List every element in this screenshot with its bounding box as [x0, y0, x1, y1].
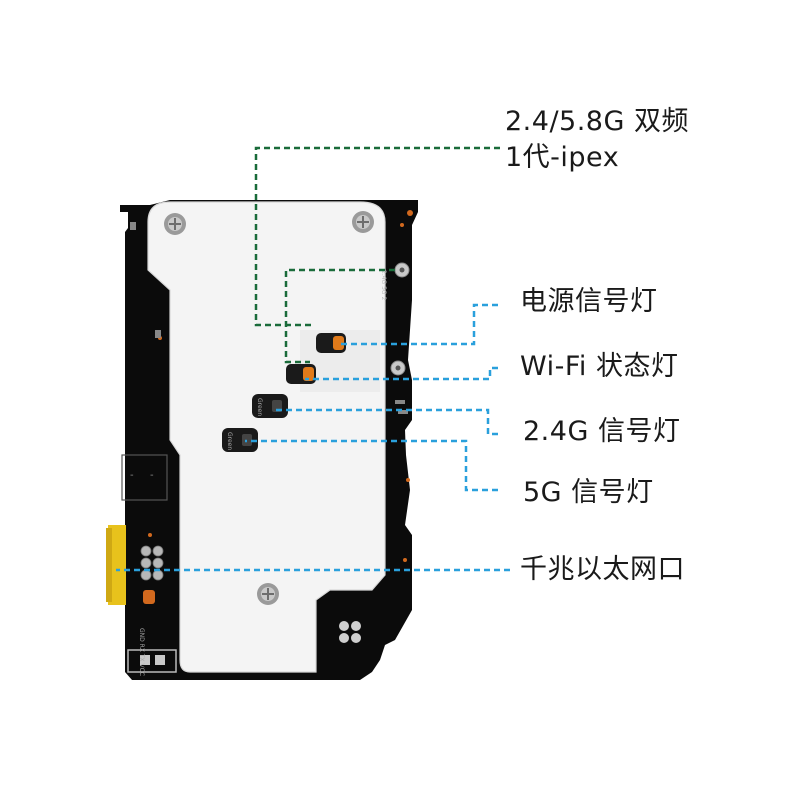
uart-silkscreen: GND RX TX VCC: [138, 628, 145, 676]
power-led: [316, 333, 346, 353]
antenna-label-line1: 2.4/5.8G 双频: [505, 106, 689, 137]
screw-top-right: [352, 211, 374, 233]
test-pads: [339, 621, 361, 643]
metal-shield: [147, 201, 386, 673]
green-silkscreen-2: Green: [226, 432, 233, 450]
ipex-connector-1: [394, 262, 410, 278]
screw-top-left: [164, 213, 186, 235]
green-silkscreen-1: Green: [256, 398, 263, 416]
led-5g-label: 5G 信号灯: [523, 477, 654, 508]
svg-text:-: -: [150, 470, 154, 481]
ipex-connector-2: [390, 360, 406, 376]
wifi-led-label: Wi-Fi 状态灯: [520, 351, 679, 382]
led-24g: Green: [252, 394, 288, 418]
wifi-led: [286, 364, 316, 384]
antenna-callout-label: 2.4/5.8G 双频 1代-ipex: [505, 104, 689, 176]
ethernet-connector: [108, 525, 126, 605]
led-24g-label: 2.4G 信号灯: [523, 416, 681, 447]
antenna-callout-lines: [254, 146, 500, 364]
led-callout-lines: [116, 303, 510, 572]
ethernet-pins: [140, 545, 164, 581]
svg-text:-: -: [130, 470, 134, 481]
ethernet-label: 千兆以太网口: [520, 554, 685, 585]
antenna-label-line2: 1代-ipex: [505, 142, 620, 173]
screw-bottom: [257, 583, 279, 605]
power-led-label: 电源信号灯: [520, 286, 658, 317]
ant-silkscreen: 2.4G 5G 2: [380, 270, 387, 300]
uart-pads: [140, 655, 165, 665]
